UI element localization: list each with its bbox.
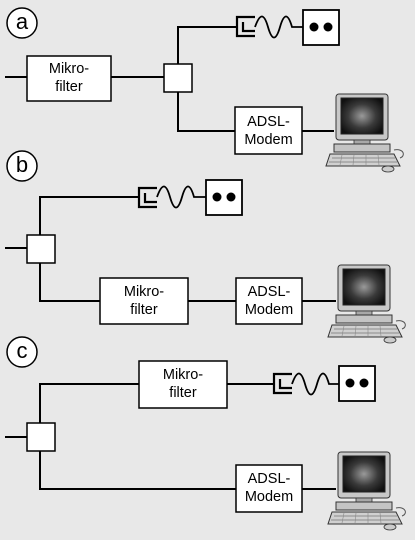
panel-a	[5, 9, 404, 173]
panel-c	[5, 360, 406, 531]
wire	[177, 92, 235, 132]
adsl-modem-label-line1: ADSL-	[247, 284, 291, 300]
handset-cord	[291, 372, 340, 396]
microfilter-label-line2: filter	[169, 385, 197, 401]
adsl-modem-label: ADSL- Modem	[236, 283, 302, 319]
panel-letter-a: a	[15, 9, 29, 34]
microfilter-label-line2: filter	[130, 302, 158, 318]
microfilter-label-line2: filter	[55, 79, 83, 95]
telephone-icon	[205, 179, 243, 216]
desktop-computer-icon	[327, 264, 406, 344]
adsl-modem-label: ADSL- Modem	[236, 470, 302, 506]
wire	[39, 196, 139, 235]
microfilter-label: Mikro- filter	[139, 366, 227, 402]
phone-socket-icon	[272, 372, 292, 395]
wire	[39, 451, 236, 490]
splitter-box	[163, 63, 193, 93]
adsl-modem-box	[234, 106, 303, 155]
wire	[39, 383, 139, 423]
phone-socket-icon	[235, 15, 255, 38]
handset-cord	[156, 185, 207, 209]
panel-c-badge	[6, 336, 38, 368]
panel-letter-b: b	[15, 152, 29, 177]
splitter-box	[26, 234, 56, 264]
adsl-modem-label-line2: Modem	[244, 302, 294, 318]
desktop-computer-icon	[325, 93, 404, 173]
microfilter-label: Mikro- filter	[100, 283, 188, 319]
desktop-computer-icon	[327, 451, 406, 531]
splitter-box	[26, 422, 56, 452]
telephone-icon	[338, 365, 376, 402]
panel-a-badge	[6, 7, 38, 39]
adsl-modem-box	[235, 277, 303, 325]
microfilter-label-line1: Mikro-	[162, 367, 204, 383]
phone-socket-icon	[137, 186, 157, 209]
telephone-icon	[302, 9, 340, 46]
microfilter-label-line1: Mikro-	[123, 284, 165, 300]
adsl-modem-label-line1: ADSL-	[247, 114, 290, 130]
microfilter-box	[99, 277, 189, 325]
microfilter-box	[138, 360, 228, 409]
panel-b	[5, 179, 406, 344]
microfilter-label: Mikro- filter	[27, 60, 111, 96]
adsl-modem-label-line2: Modem	[244, 489, 294, 505]
microfilter-box	[26, 55, 112, 102]
panel-b-badge	[6, 150, 38, 182]
wire	[177, 26, 237, 64]
microfilter-label-line1: Mikro-	[48, 61, 90, 77]
adsl-modem-label-line2: Modem	[244, 132, 293, 148]
panel-letter-c: c	[16, 338, 28, 363]
wire	[39, 263, 100, 302]
handset-cord	[254, 15, 305, 39]
adsl-modem-label-line1: ADSL-	[247, 471, 291, 487]
adsl-modem-label: ADSL- Modem	[235, 113, 302, 149]
